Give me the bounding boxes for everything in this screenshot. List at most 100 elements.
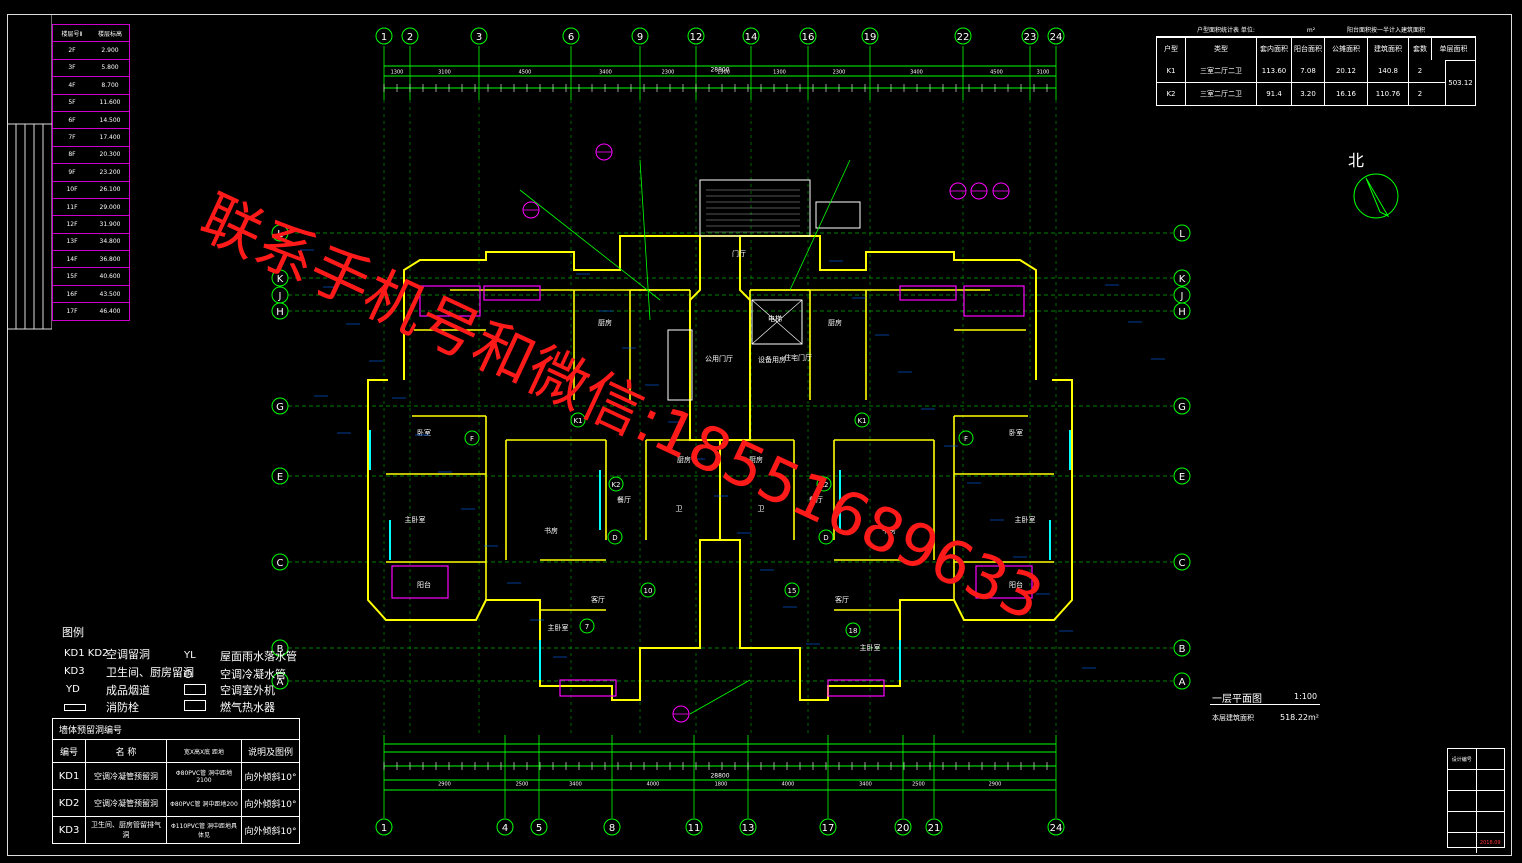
room-label: 主卧室 — [860, 643, 881, 652]
axis-label-left: A — [277, 677, 284, 688]
level-cell: 14.500 — [99, 116, 121, 124]
axis-label-left: C — [277, 558, 284, 569]
hole-table-row: KD3 卫生间、厨房管留排气洞 Φ110PVC管 洞中距地具体见 向外倾斜10° — [53, 816, 299, 843]
ut-cell: 20.12 — [1324, 60, 1367, 82]
axis-bubble-top — [742, 27, 760, 45]
room-bubble — [640, 582, 656, 598]
level-row: 3F 5.800 — [53, 60, 129, 78]
axis-bubble-top — [401, 27, 419, 45]
top-dim-text: 3400 — [599, 70, 612, 76]
ut-h5: 建筑面积 — [1367, 38, 1408, 60]
axis-bubble-left — [271, 397, 289, 415]
axis-label-bottom: 13 — [742, 823, 755, 834]
title-block-row — [1448, 791, 1504, 812]
tb-cell: 设计编号 — [1451, 756, 1472, 763]
level-cell: 36.800 — [99, 255, 121, 263]
room-bubble — [784, 582, 800, 598]
room-label: 厨房 — [828, 318, 842, 327]
axis-bubble-top — [1047, 27, 1065, 45]
axis-label-bottom: 5 — [536, 823, 542, 834]
level-cell: 3F — [68, 64, 76, 72]
north-label: 北 — [1348, 151, 1365, 170]
ht-cell: KD3 — [58, 824, 80, 836]
axis-bubble-bottom — [603, 818, 621, 836]
axis-bubble-right — [1173, 639, 1191, 657]
unit-table-title: 户型面积统计表 单位: — [1197, 27, 1255, 34]
balcony — [899, 285, 957, 301]
top-dim-text: 3100 — [1037, 70, 1050, 76]
room-label: 餐厅 — [617, 495, 631, 504]
legend-text: 成品烟道 — [106, 684, 150, 697]
level-cell: 40.600 — [99, 273, 121, 281]
room-label: 卫 — [758, 505, 765, 513]
leader-line — [519, 189, 661, 301]
legend-text: 卫生间、厨房留洞 — [106, 666, 194, 679]
tb-cell — [1475, 749, 1505, 769]
level-cell: 14F — [66, 255, 78, 263]
top-dim-text: 3400 — [910, 70, 923, 76]
axis-bubble-left — [271, 672, 289, 690]
axis-bubble-right — [1173, 467, 1191, 485]
legend-text: 空调冷凝水管 — [220, 668, 286, 681]
level-cell: 11.600 — [99, 99, 121, 107]
room-label: 设备用房 — [758, 355, 786, 364]
ut-cell: 3.20 — [1291, 83, 1324, 105]
ut-h2: 套内面积 — [1256, 38, 1291, 60]
ut-cell: 91.4 — [1256, 83, 1291, 105]
axis-label-top: 19 — [864, 32, 877, 43]
elevator-shaft — [751, 299, 803, 345]
ut-cell: K2 — [1166, 90, 1176, 98]
axis-label-top: 3 — [476, 32, 482, 43]
leader-line — [639, 159, 651, 321]
ht-cell: 卫生间、厨房管留排气洞 — [85, 817, 166, 843]
room-label: 餐厅 — [809, 495, 823, 504]
room-bubble — [570, 412, 586, 428]
ut-cell: 113.60 — [1256, 60, 1291, 82]
axis-bubble-top — [562, 27, 580, 45]
title-block-row — [1448, 812, 1504, 833]
axis-bubble-bottom — [375, 818, 393, 836]
axis-bubble-right — [1173, 553, 1191, 571]
room-label: 卧室 — [417, 428, 431, 437]
north-arrow-icon — [1353, 173, 1399, 219]
room-label: 卫 — [676, 505, 683, 513]
axis-bubble-bottom — [894, 818, 912, 836]
room-label: 厨房 — [677, 455, 691, 464]
level-cell: 26.100 — [99, 186, 121, 194]
axis-bubble-right — [1173, 269, 1191, 287]
ac-unit-icon — [184, 684, 206, 695]
top-dim-text: 1300 — [391, 70, 404, 76]
axis-label-top: 23 — [1024, 32, 1037, 43]
balcony — [975, 565, 1033, 599]
room-label: 客厅 — [591, 595, 605, 604]
hole-table: 墙体预留洞编号 编号 名 称 宽X高X底 距地 说明及图例 KD1 空调冷凝管预… — [52, 718, 300, 844]
unit-table-unit: m² — [1306, 27, 1316, 34]
top-dim-text: 1300 — [773, 70, 786, 76]
room-label: 客厅 — [835, 595, 849, 604]
axis-label-left: E — [277, 472, 283, 483]
ut-cell: 2 — [1408, 60, 1431, 82]
ht-cell: 空调冷凝管预留洞 — [85, 790, 166, 816]
ramp — [815, 201, 861, 229]
room-bubble — [579, 618, 595, 634]
room-label: 阳台 — [417, 580, 431, 589]
balcony — [827, 679, 885, 697]
ht-cell: 向外倾斜10° — [241, 817, 299, 843]
room-bubble — [816, 476, 832, 492]
ut-h6: 套数 — [1408, 38, 1431, 60]
room-bubble-label: 18 — [849, 627, 858, 635]
condensate-pipe-icon — [184, 670, 192, 678]
elevator-cross — [751, 299, 803, 345]
room-bubble-label: F — [470, 435, 474, 443]
axis-bubble-bottom — [530, 818, 548, 836]
level-cell: 5.800 — [101, 64, 119, 72]
axis-label-left: G — [276, 402, 284, 413]
ut-cell: K1 — [1166, 67, 1176, 75]
